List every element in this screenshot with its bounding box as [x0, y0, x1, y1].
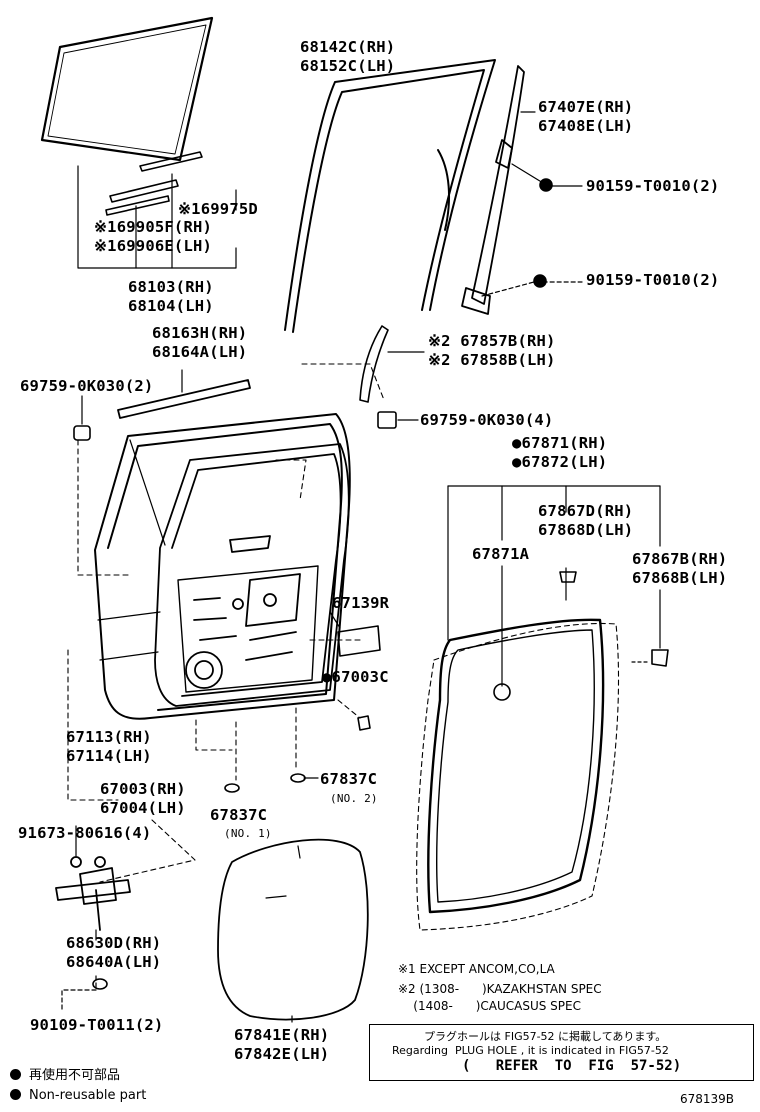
label-69905f: ※169905F(RH)	[94, 218, 213, 236]
label-bolt-c: 91673-80616(4)	[18, 824, 152, 842]
glass-leaders	[77, 165, 237, 269]
non-reusable-dot-icon	[10, 1089, 21, 1100]
clip-icon	[73, 395, 91, 441]
door-check	[55, 825, 131, 931]
label-glass-rh: 68103(RH)	[128, 278, 214, 296]
rear-cover	[359, 325, 425, 403]
door-weatherstrip	[416, 618, 620, 931]
label-panel-lh: 67114(LH)	[66, 747, 152, 765]
label-plug1: 67837C	[210, 806, 268, 824]
label-ws3-lh: 67868B(LH)	[632, 569, 728, 587]
door-dashed-guides	[67, 363, 385, 883]
reference-box-refer: ( REFER TO FIG 57-52)	[462, 1058, 682, 1074]
label-ws2-rh: 67867D(RH)	[538, 502, 634, 520]
label-check-lh: 68640A(LH)	[66, 953, 162, 971]
clip-icon	[493, 571, 669, 701]
label-film-lh: 67842E(LH)	[234, 1045, 330, 1063]
label-bolt-d: 90109-T0011(2)	[30, 1016, 164, 1034]
note-kazakhstan: ※2 (1308- )KAZAKHSTAN SPEC	[398, 982, 602, 996]
label-belt-lh: 68164A(LH)	[152, 343, 248, 361]
label-ws3-rh: 67867B(RH)	[632, 550, 728, 568]
glass-run	[284, 59, 496, 333]
door-frame-sash	[461, 65, 525, 315]
label-plug1-note: (NO. 1)	[224, 827, 272, 840]
label-67139r: 67139R	[332, 594, 390, 612]
legend-jp-text: 再使用不可部品	[29, 1068, 121, 1083]
note-except: ※1 EXCEPT ANCOM,CO,LA	[398, 962, 555, 976]
label-panel-rh: 67113(RH)	[66, 728, 152, 746]
reference-box-en: Regarding PLUG HOLE , it is indicated in…	[392, 1044, 669, 1057]
label-door-lh: 67004(LH)	[100, 799, 186, 817]
weatherstrip-leaders	[447, 485, 661, 687]
door-inner-panel	[154, 443, 350, 707]
bolt-icon	[92, 978, 108, 990]
label-67871a: 67871A	[472, 545, 530, 563]
label-67003c: ●67003C	[322, 668, 389, 686]
glass-channel-strips	[105, 151, 203, 216]
label-run-lh: 68152C(LH)	[300, 57, 396, 75]
label-69975d: ※169975D	[178, 200, 258, 218]
label-cover-rh: ※2 67857B(RH)	[428, 332, 556, 350]
label-bolt-a: 90159-T0010(2)	[586, 177, 720, 195]
legend-en: Non-reusable part	[10, 1088, 146, 1104]
service-hole-film	[217, 838, 369, 1023]
label-ws1-rh: ●67871(RH)	[512, 434, 608, 452]
clip-icon	[377, 411, 419, 429]
non-reusable-dot-icon	[10, 1069, 21, 1080]
clip-icon	[357, 715, 371, 731]
plug-hole-reference-box: プラグホールは FIG57-52 に掲載してあります。 Regarding PL…	[369, 1024, 754, 1081]
label-cover-lh: ※2 67858B(LH)	[428, 351, 556, 369]
label-ws2-lh: 67868D(LH)	[538, 521, 634, 539]
reference-box-jp: プラグホールは FIG57-52 に掲載してあります。	[424, 1030, 667, 1043]
label-plug2-note: (NO. 2)	[330, 792, 378, 805]
label-door-rh: 67003(RH)	[100, 780, 186, 798]
label-check-rh: 68630D(RH)	[66, 934, 162, 952]
label-clip-b: 69759-0K030(4)	[420, 411, 554, 429]
label-frame-lh: 67408E(LH)	[538, 117, 634, 135]
label-69906e: ※169906E(LH)	[94, 237, 213, 255]
label-film-rh: 67841E(RH)	[234, 1026, 330, 1044]
label-clip-a: 69759-0K030(2)	[20, 377, 154, 395]
door-glass	[40, 16, 214, 162]
label-bolt-b: 90159-T0010(2)	[586, 271, 720, 289]
legend-jp: 再使用不可部品	[10, 1068, 120, 1084]
label-belt-rh: 68163H(RH)	[152, 324, 248, 342]
bolt-icon	[533, 178, 553, 288]
label-frame-rh: 67407E(RH)	[538, 98, 634, 116]
label-glass-lh: 68104(LH)	[128, 297, 214, 315]
door-pad	[329, 611, 381, 657]
check-leaders	[61, 929, 97, 1011]
belt-moulding	[117, 369, 251, 419]
frame-leaders	[481, 111, 583, 297]
label-ws1-lh: ●67872(LH)	[512, 453, 608, 471]
label-run-rh: 68142C(RH)	[300, 38, 396, 56]
label-plug2: 67837C	[320, 770, 378, 788]
plug-icon	[224, 773, 319, 793]
legend-en-text: Non-reusable part	[29, 1088, 147, 1103]
note-caucasus: (1408- )CAUCASUS SPEC	[398, 999, 581, 1013]
figure-id: 678139B	[680, 1092, 735, 1106]
